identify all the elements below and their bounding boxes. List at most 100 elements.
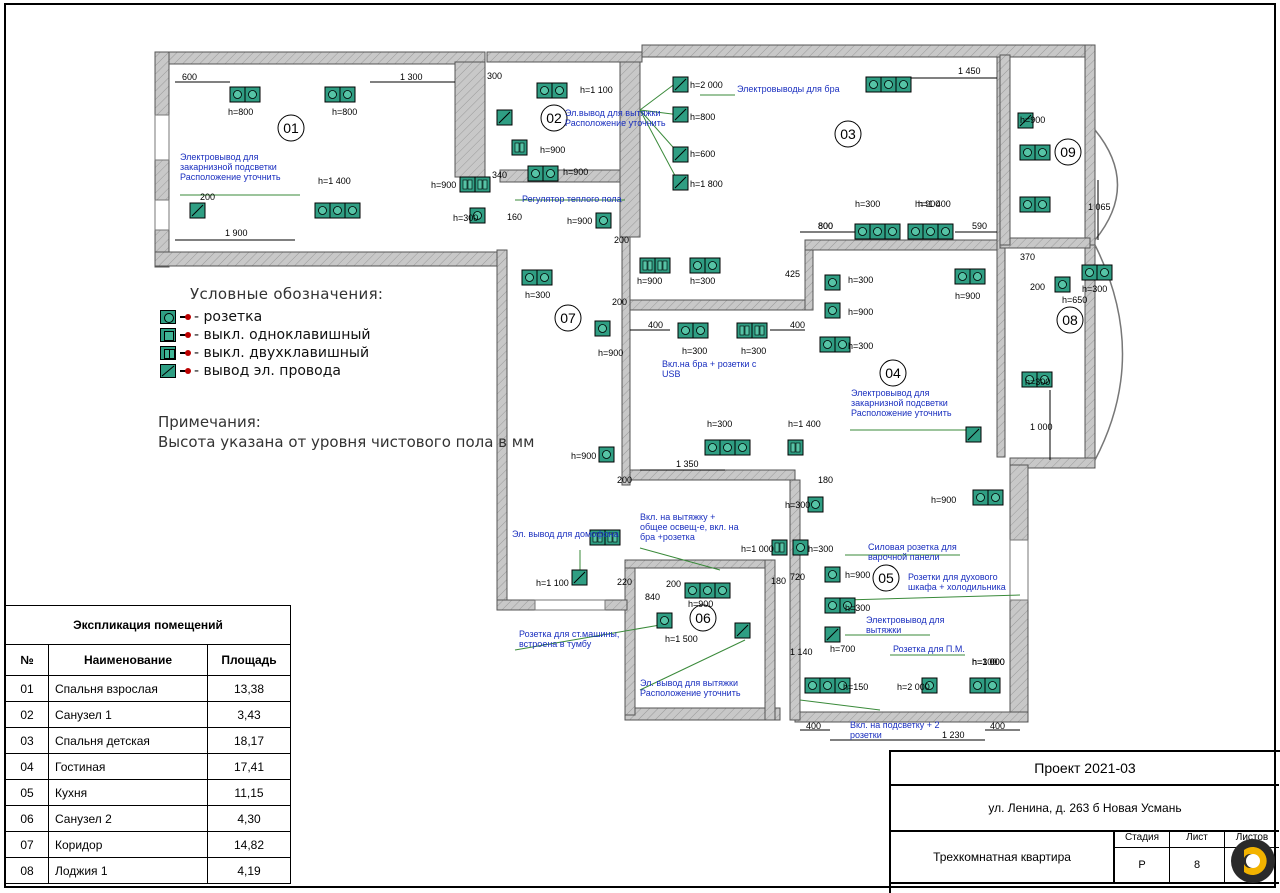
room-name-cell: Санузел 2 <box>48 805 208 832</box>
socket-icon <box>229 86 261 103</box>
room-name-cell: Кухня <box>48 779 208 806</box>
room-name-cell: Лоджия 1 <box>48 857 208 884</box>
notes-text: Высота указана от уровня чистового пола … <box>158 433 535 451</box>
room-number-cell: 08 <box>5 857 49 884</box>
socket-icon <box>807 496 824 513</box>
dimension-label: 1 350 <box>676 459 699 469</box>
double-switch-icon <box>736 322 768 339</box>
height-label: h=300 <box>1082 284 1107 294</box>
dimension-label: 1 140 <box>790 647 813 657</box>
room-number-cell: 02 <box>5 701 49 728</box>
socket-icon <box>1021 371 1053 388</box>
dimension-label: 840 <box>645 592 660 602</box>
legend-label: - вывод эл. провода <box>194 363 341 379</box>
dimension-label: 1 450 <box>958 66 981 76</box>
wire-outlet-icon <box>824 626 841 643</box>
wall <box>154 51 486 65</box>
socket-icon <box>598 446 615 463</box>
socket-icon <box>160 310 176 324</box>
room-number-cell: 05 <box>5 779 49 806</box>
title-block: Проект 2021-03 ул. Ленина, д. 263 б Нова… <box>889 750 1280 893</box>
height-label: h=800 <box>690 112 715 122</box>
socket-icon <box>595 212 612 229</box>
room-name-cell: Спальня взрослая <box>48 675 208 702</box>
socket-icon <box>819 336 851 353</box>
room-marker: 06 <box>689 604 717 632</box>
height-label: h=1 000 <box>972 657 1005 667</box>
room-number-cell: 01 <box>5 675 49 702</box>
room-marker: 04 <box>879 359 907 387</box>
socket-icon <box>865 76 912 93</box>
legend-label: - розетка <box>194 309 263 325</box>
room-number: 04 <box>885 365 901 381</box>
legend-label: - выкл. одноклавишный <box>194 327 371 343</box>
room-area-cell: 13,38 <box>207 675 291 702</box>
sheet-value: 8 <box>1170 848 1225 882</box>
dimension-label: 400 <box>990 721 1005 731</box>
dimension-label: 200 <box>614 235 629 245</box>
socket-icon <box>469 207 486 224</box>
height-label: h=900 <box>848 307 873 317</box>
annotation-text: Розетка для П.М. <box>893 644 965 654</box>
socket-icon <box>921 677 938 694</box>
wire-outlet-icon <box>571 569 588 586</box>
socket-icon <box>689 257 721 274</box>
table-caption: Экспликация помещений <box>5 605 291 645</box>
height-label: h=2 000 <box>897 682 930 692</box>
room-area-cell: 11,15 <box>207 779 291 806</box>
height-label: h=300 <box>682 346 707 356</box>
object-name: Трехкомнатная квартира <box>891 832 1115 884</box>
dimension-label: 1 000 <box>1030 422 1053 432</box>
room-number-cell: 06 <box>5 805 49 832</box>
room-area-cell: 4,19 <box>207 857 291 884</box>
height-label: h=900 <box>431 180 456 190</box>
height-label: h=300 <box>690 276 715 286</box>
room-marker: 01 <box>277 114 305 142</box>
double-switch-icon <box>639 257 671 274</box>
socket-icon <box>1054 276 1071 293</box>
height-label: h=900 <box>688 599 713 609</box>
height-label: h=300 <box>1025 377 1050 387</box>
electrical-devices <box>189 76 1113 694</box>
height-label: h=2 000 <box>690 80 723 90</box>
socket-icon <box>521 269 553 286</box>
socket-icon <box>1019 196 1051 213</box>
height-label: h=900 <box>563 167 588 177</box>
dimension-label: 160 <box>507 212 522 222</box>
room-number: 06 <box>695 610 711 626</box>
socket-icon <box>684 582 731 599</box>
bay-window-9 <box>1094 129 1119 241</box>
height-label: h=1 100 <box>536 578 569 588</box>
double-switch-icon <box>771 539 788 556</box>
dimension-label: 370 <box>1020 252 1035 262</box>
height-label: h=900 <box>567 216 592 226</box>
dimension-label: 800 <box>818 221 833 231</box>
column-header: № <box>5 644 49 676</box>
socket-icon <box>824 274 841 291</box>
windows <box>154 114 1029 611</box>
height-label: h=1 000 <box>741 544 774 554</box>
socket-icon <box>972 489 1004 506</box>
room-marker: 08 <box>1056 306 1084 334</box>
dimension-lines <box>175 77 1099 741</box>
dimension-label: 1 065 <box>1088 202 1111 212</box>
single-switch-icon <box>160 328 176 342</box>
dimension-label: 300 <box>487 71 502 81</box>
dimension-label: 1 900 <box>225 228 248 238</box>
height-label: h=300 <box>453 213 478 223</box>
socket-icon <box>824 597 856 614</box>
height-label: h=300 <box>525 290 550 300</box>
stage-value: Р <box>1115 848 1170 882</box>
wire-outlet-icon <box>496 109 513 126</box>
dimension-label: 720 <box>790 572 805 582</box>
